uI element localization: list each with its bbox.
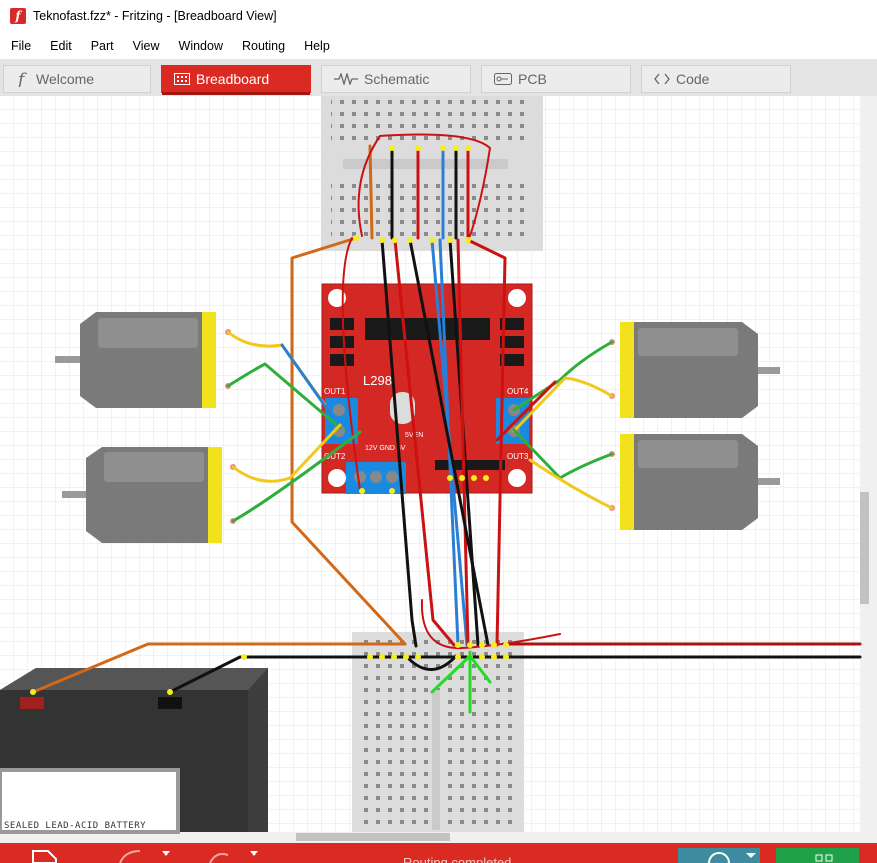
vertical-scrollbar[interactable] [860, 96, 877, 843]
horizontal-scrollbar[interactable] [0, 832, 860, 843]
status-text: Routing completed [403, 855, 512, 863]
annotation-arrow-icon [430, 650, 492, 714]
tab-welcome[interactable]: f Welcome [3, 65, 151, 93]
menu-part[interactable]: Part [90, 38, 114, 53]
tab-welcome-label: Welcome [36, 71, 95, 87]
autoroute-icon[interactable] [776, 848, 859, 863]
dc-motor-top-right[interactable] [609, 322, 780, 418]
tab-schematic[interactable]: Schematic [321, 65, 471, 93]
tab-breadboard-label: Breadboard [196, 71, 270, 87]
tab-code[interactable]: Code [641, 65, 791, 93]
label-out4: OUT4 [507, 387, 529, 396]
tab-schematic-label: Schematic [364, 71, 430, 87]
connector-dots [30, 145, 509, 695]
heatsink-fins [330, 318, 524, 366]
code-brackets-icon [654, 73, 670, 85]
breadboard-canvas[interactable]: L298 OUT1 OUT2 OUT4 OUT3 12V GND 5V 5VEN [0, 96, 877, 843]
dc-motor-top-left[interactable] [55, 312, 231, 408]
breadboard-icon [174, 73, 190, 85]
menu-window[interactable]: Window [178, 38, 223, 53]
label-power-pins: 12V GND 5V [365, 445, 406, 452]
fritzing-f-icon: f [16, 71, 30, 87]
wires[interactable] [31, 133, 862, 694]
pcb-icon [494, 73, 512, 85]
resistor-icon [334, 73, 358, 85]
new-sketch-icon[interactable] [32, 850, 57, 863]
chip-label: L298 [363, 373, 392, 388]
svg-text:f: f [16, 71, 27, 87]
window-title: Teknofast.fzz* - Fritzing - [Breadboard … [33, 9, 277, 23]
label-out2: OUT2 [324, 452, 346, 461]
terminal-out2[interactable] [346, 462, 406, 494]
routing-status-icon[interactable] [678, 848, 760, 863]
fritzing-logo-icon: f [10, 8, 26, 24]
title-bar: f Teknofast.fzz* - Fritzing - [Breadboar… [0, 0, 877, 32]
battery-label: SEALED LEAD-ACID BATTERY [4, 821, 146, 831]
view-tab-bar: f Welcome Breadboard Schematic PCB Code [0, 59, 877, 96]
dc-motor-bottom-right[interactable] [609, 434, 780, 530]
label-out3: OUT3 [507, 452, 529, 461]
top-breadboard[interactable] [321, 96, 543, 251]
label-out1: OUT1 [324, 387, 346, 396]
tab-code-label: Code [676, 71, 710, 87]
motor-driver-board[interactable]: L298 OUT1 OUT2 OUT4 OUT3 12V GND 5V 5VEN [321, 283, 533, 494]
bottom-breadboard[interactable] [352, 632, 524, 832]
tab-breadboard[interactable]: Breadboard [161, 65, 311, 95]
tab-pcb[interactable]: PCB [481, 65, 631, 93]
rotate-icon[interactable] [209, 851, 258, 863]
menu-bar: File Edit Part View Window Routing Help [0, 32, 877, 59]
menu-file[interactable]: File [11, 38, 32, 53]
dc-motor-bottom-left[interactable] [62, 447, 236, 543]
menu-view[interactable]: View [132, 38, 160, 53]
share-icon[interactable] [119, 850, 170, 863]
menu-help[interactable]: Help [304, 38, 330, 53]
lead-acid-battery[interactable]: SEALED LEAD-ACID BATTERY [0, 668, 268, 834]
menu-routing[interactable]: Routing [241, 38, 286, 53]
status-bar: Routing completed [0, 843, 877, 863]
menu-edit[interactable]: Edit [50, 38, 72, 53]
tab-pcb-label: PCB [518, 71, 547, 87]
